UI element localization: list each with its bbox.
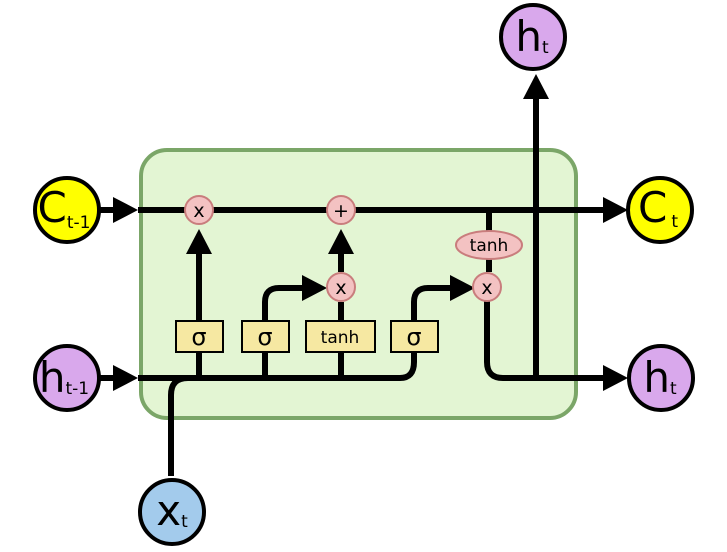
hidden-output-arrowhead: [603, 365, 628, 391]
svg-text:Ct: Ct: [638, 183, 678, 232]
cell-state-out-sub: t: [671, 212, 678, 232]
hidden-state-top-node: ht: [499, 3, 567, 71]
svg-text:ht: ht: [515, 12, 549, 61]
cell-add-label: +: [333, 200, 349, 222]
candidate-gate: tanh: [305, 320, 376, 353]
forget-multiply-op: x: [184, 195, 214, 225]
cell-tanh-op: tanh: [455, 230, 523, 260]
cell-tanh-label: tanh: [470, 236, 509, 256]
candidate-gate-label: tanh: [321, 328, 360, 348]
output-gate-arrowhead: [450, 275, 475, 301]
output-multiply-label: x: [481, 277, 492, 299]
hidden-output-line: [484, 300, 606, 381]
hidden-state-prev-sub: t-1: [66, 379, 90, 399]
forget-gate-arrowhead: [186, 229, 212, 254]
input-gate-line: [262, 285, 304, 378]
hidden-up-arrowhead: [523, 74, 549, 99]
input-gate: σ: [241, 320, 290, 353]
cell-state-prev-main: C: [38, 183, 67, 232]
add-arrowhead: [328, 229, 354, 254]
cell-state-out-main: C: [638, 183, 667, 232]
hidden-state-prev-node: ht-1: [33, 344, 101, 412]
input-multiply-op: x: [326, 272, 356, 302]
svg-text:ht: ht: [643, 353, 677, 402]
forget-gate-label: σ: [191, 323, 206, 351]
forget-gate: σ: [175, 320, 224, 353]
input-x-sub: t: [181, 512, 188, 532]
input-x-node: xt: [138, 478, 206, 546]
cell-add-op: +: [326, 195, 356, 225]
hidden-input-arrowhead: [113, 365, 138, 391]
hidden-state-prev-main: h: [39, 353, 66, 402]
forget-multiply-label: x: [193, 200, 204, 222]
output-multiply-op: x: [472, 272, 502, 302]
output-gate-label: σ: [406, 323, 421, 351]
svg-text:xt: xt: [156, 486, 188, 535]
cell-state-prev-node: Ct-1: [33, 176, 101, 244]
input-gate-label: σ: [257, 323, 272, 351]
input-x-main: x: [156, 486, 181, 535]
input-multiply-label: x: [335, 277, 346, 299]
cell-state-prev-sub: t-1: [67, 213, 91, 233]
hidden-state-out-node: ht: [627, 344, 695, 412]
hidden-state-out-main: h: [643, 353, 670, 402]
input-gate-arrowhead: [302, 275, 327, 301]
hidden-state-top-main: h: [515, 12, 542, 61]
svg-text:ht-1: ht-1: [39, 353, 89, 402]
cell-state-arrowhead: [603, 197, 628, 223]
svg-text:Ct-1: Ct-1: [38, 183, 91, 233]
hidden-state-top-sub: t: [542, 38, 549, 58]
cell-input-arrowhead: [113, 197, 138, 223]
hidden-state-out-sub: t: [670, 379, 677, 399]
x-input-line: [168, 375, 189, 476]
output-gate: σ: [390, 320, 439, 353]
